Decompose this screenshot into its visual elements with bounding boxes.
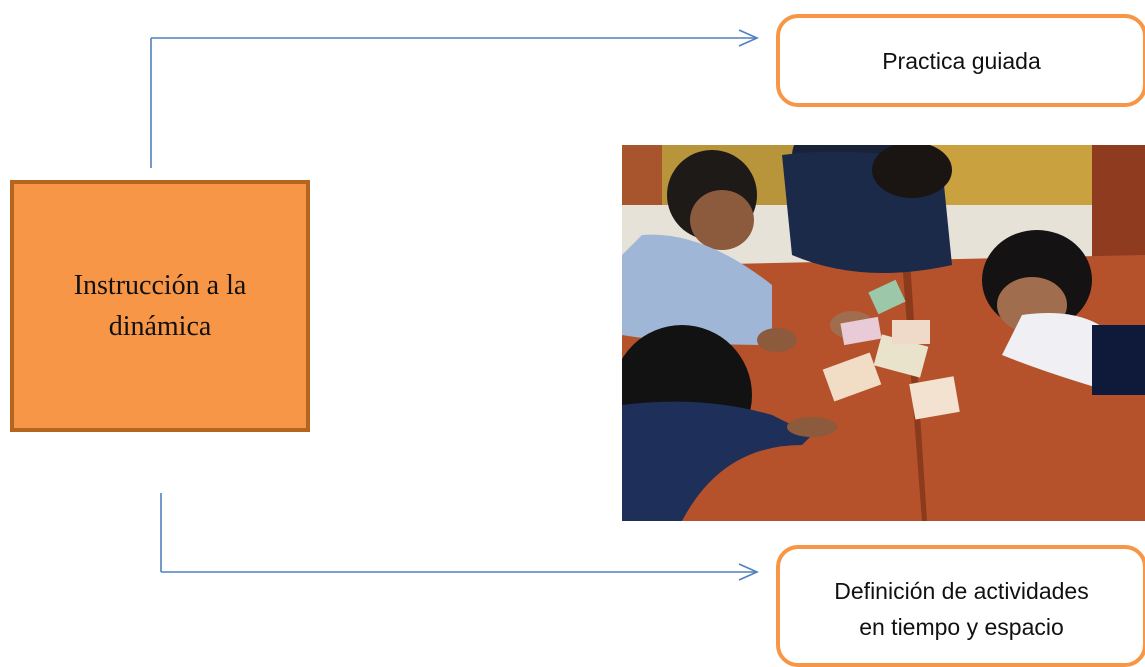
arrowhead-top — [738, 29, 759, 47]
classroom-photo — [622, 145, 1145, 521]
center-node: Instrucción a la dinámica — [10, 180, 310, 432]
branch-bottom-label: Definición de actividades en tiempo y es… — [834, 578, 1089, 640]
center-node-label: Instrucción a la dinámica — [73, 270, 247, 342]
arrowhead-bottom — [738, 563, 759, 581]
branch-top-label: Practica guiada — [882, 47, 1041, 74]
branch-node-top: Practica guiada — [776, 14, 1145, 107]
branch-node-bottom: Definición de actividades en tiempo y es… — [776, 545, 1145, 667]
